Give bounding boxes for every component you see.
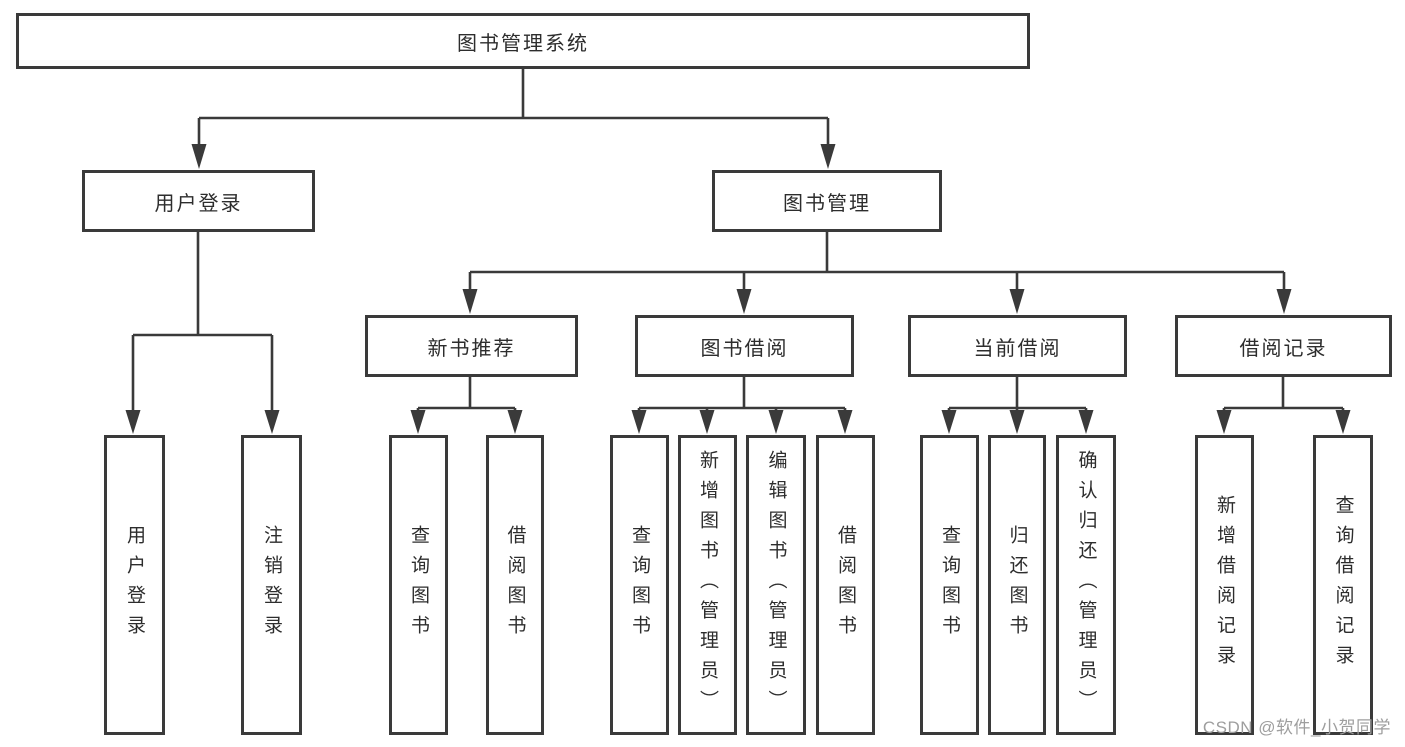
- node-label: 确认归还（管理员）: [1075, 450, 1097, 720]
- leaf-user-login: 用户登录: [104, 435, 165, 735]
- leaf-query-books-borrow: 查询图书: [610, 435, 669, 735]
- leaf-borrow-books-recommend: 借阅图书: [486, 435, 544, 735]
- node-label: 图书管理: [783, 192, 871, 215]
- node-label: 新增借阅记录: [1214, 495, 1235, 675]
- node-library-system: 图书管理系统: [16, 13, 1030, 69]
- node-label: 当前借阅: [973, 337, 1062, 360]
- node-label: 查询图书: [629, 525, 650, 645]
- leaf-logout: 注销登录: [241, 435, 302, 735]
- node-label: 归还图书: [1006, 525, 1028, 645]
- leaf-edit-book-admin: 编辑图书（管理员）: [746, 435, 806, 735]
- node-label: 新增图书（管理员）: [697, 450, 718, 720]
- node-current-borrowing: 当前借阅: [908, 315, 1127, 377]
- leaf-add-borrow-record: 新增借阅记录: [1195, 435, 1254, 735]
- node-label: 借阅图书: [835, 525, 856, 645]
- leaf-query-books-recommend: 查询图书: [389, 435, 448, 735]
- leaf-query-borrow-record: 查询借阅记录: [1313, 435, 1373, 735]
- node-label: 借阅图书: [504, 525, 526, 645]
- leaf-add-book-admin: 新增图书（管理员）: [678, 435, 737, 735]
- node-label: 注销登录: [261, 525, 282, 645]
- node-label: 用户登录: [124, 525, 145, 645]
- node-label: 编辑图书（管理员）: [765, 450, 787, 720]
- node-label: 图书管理系统: [457, 32, 589, 55]
- leaf-borrow-books: 借阅图书: [816, 435, 875, 735]
- leaf-confirm-return-admin: 确认归还（管理员）: [1056, 435, 1116, 735]
- node-book-borrowing: 图书借阅: [635, 315, 854, 377]
- node-user-login: 用户登录: [82, 170, 315, 232]
- node-new-book-recommend: 新书推荐: [365, 315, 578, 377]
- node-borrowing-records: 借阅记录: [1175, 315, 1392, 377]
- node-label: 查询借阅记录: [1332, 495, 1354, 675]
- node-book-management: 图书管理: [712, 170, 942, 232]
- node-label: 新书推荐: [427, 337, 516, 360]
- node-label: 查询图书: [408, 525, 429, 645]
- node-label: 图书借阅: [700, 337, 789, 360]
- node-label: 借阅记录: [1239, 337, 1328, 360]
- node-label: 用户登录: [154, 192, 243, 215]
- leaf-return-books: 归还图书: [988, 435, 1046, 735]
- node-label: 查询图书: [939, 525, 960, 645]
- watermark: CSDN @软件_小贺同学: [1202, 718, 1391, 737]
- leaf-query-books-current: 查询图书: [920, 435, 979, 735]
